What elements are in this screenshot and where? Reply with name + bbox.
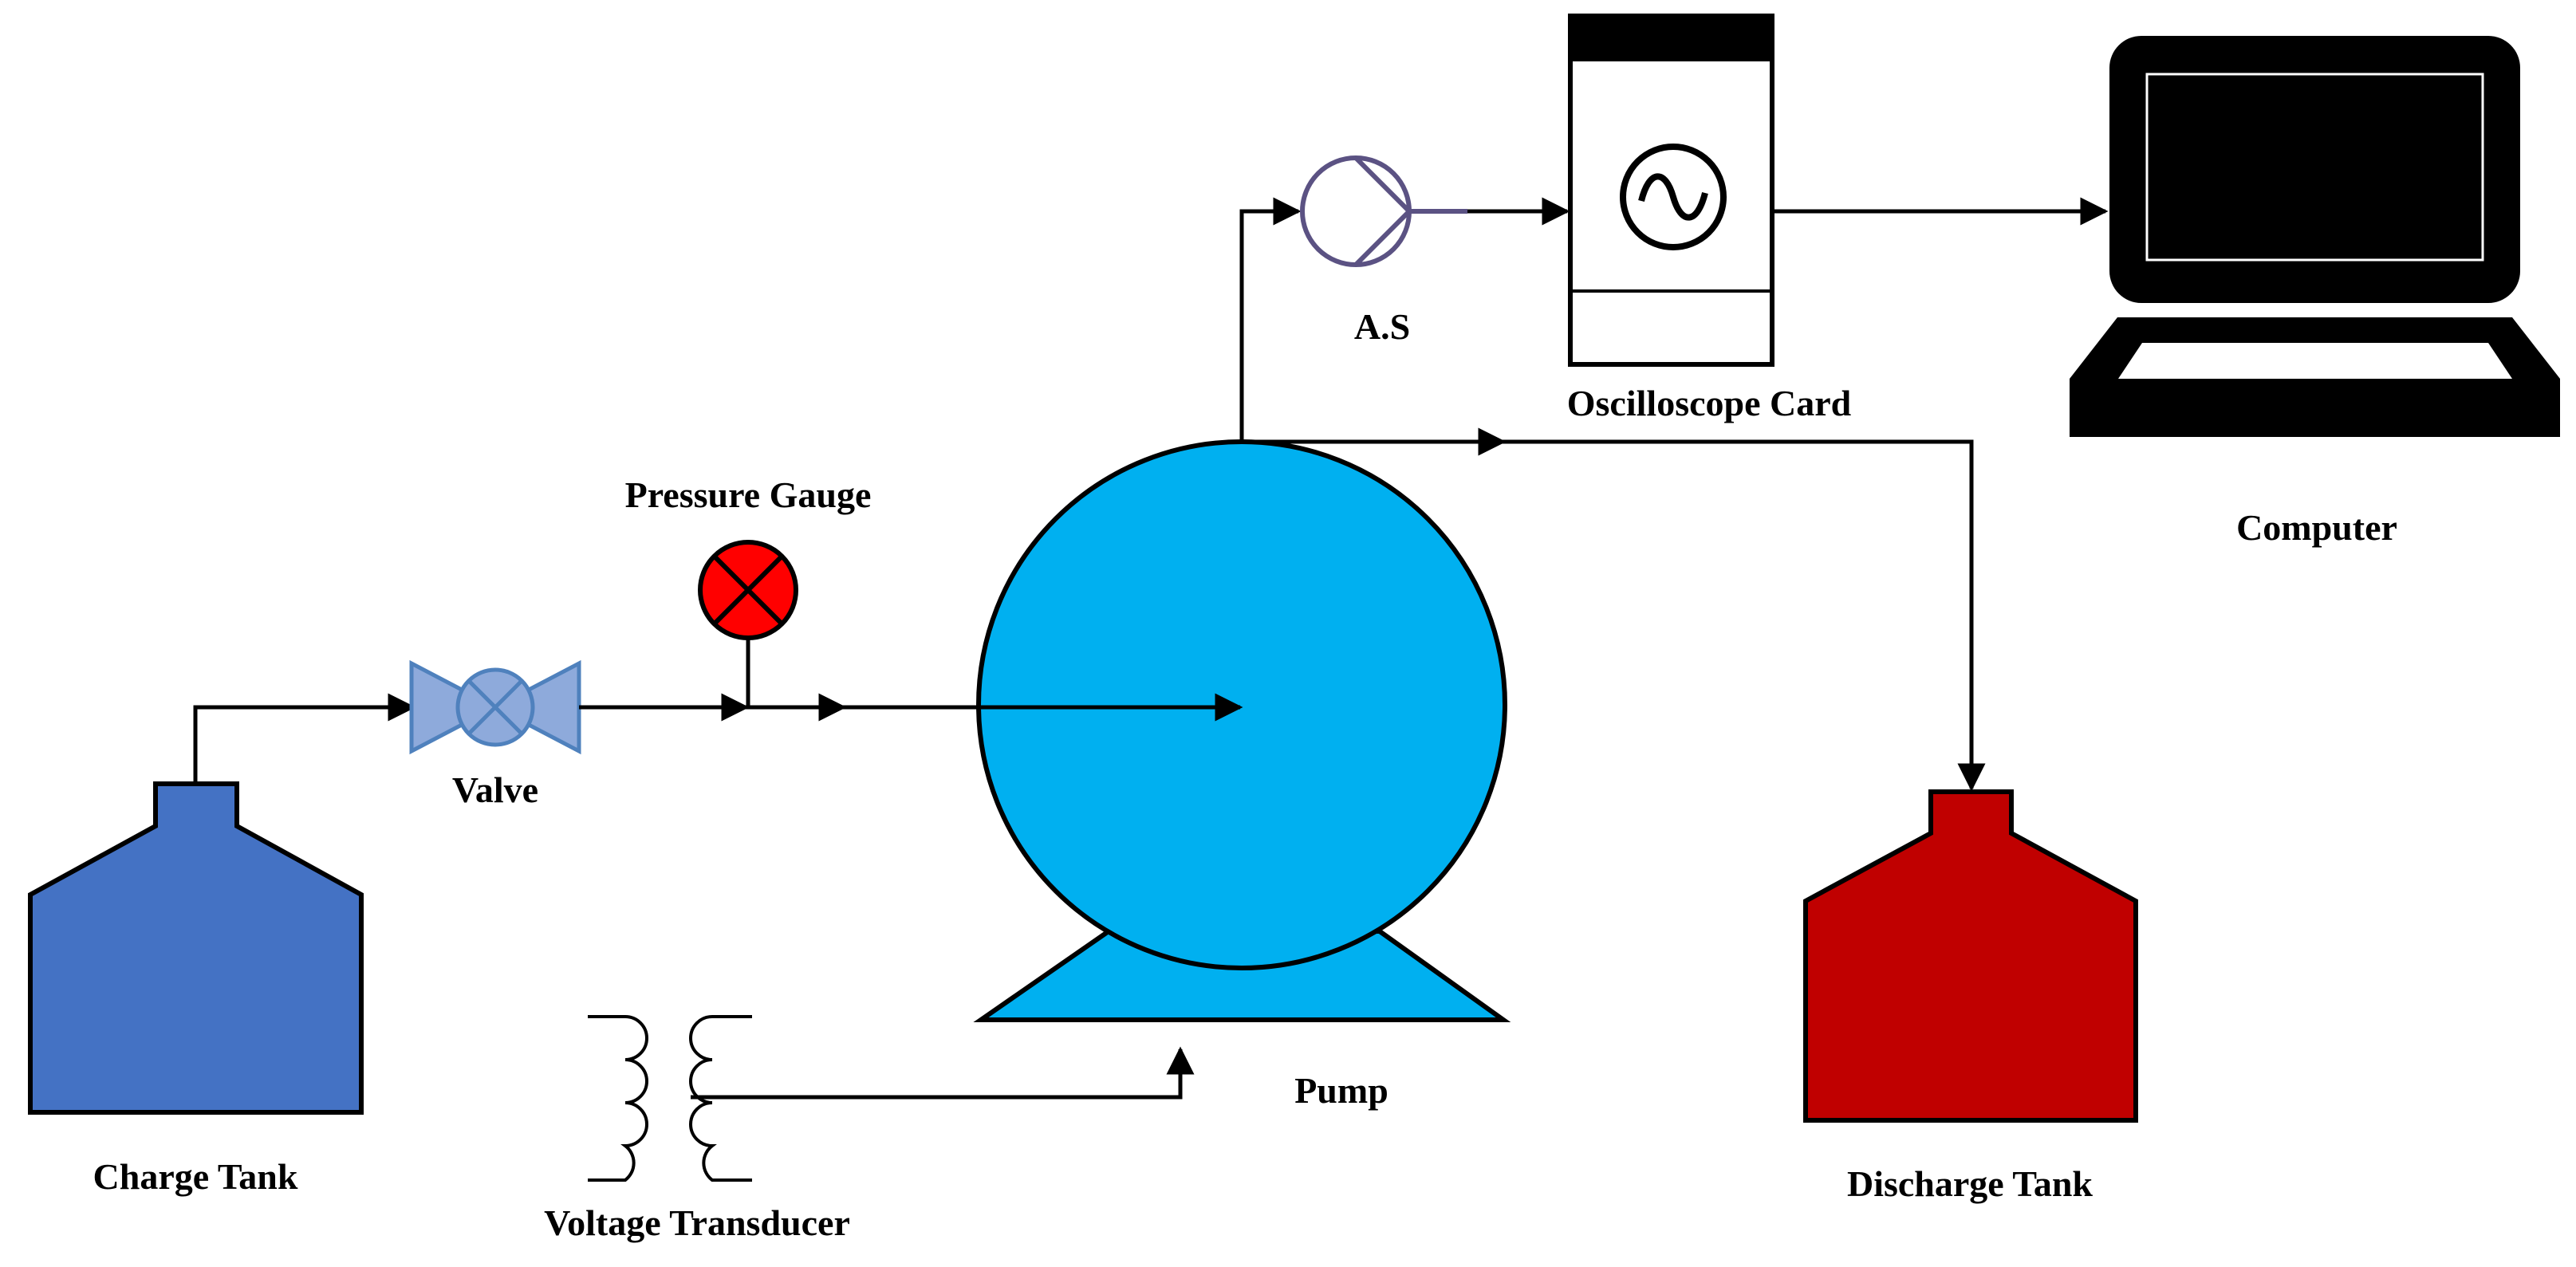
amplifier: [1300, 155, 1467, 267]
wire-pump-to-amplifier: [1239, 197, 1302, 442]
transformer-coil-secondary: [689, 1015, 752, 1182]
pressure-gauge-label: Pressure Gauge: [625, 474, 872, 515]
pipe-pump-to-discharge-tank: [1503, 439, 1986, 792]
valve-cross-line: [467, 679, 523, 735]
laptop-keyboard: [2118, 343, 2512, 379]
oscilloscope-card: [1568, 14, 1774, 367]
voltage-transducer-label: Voltage Transducer: [544, 1202, 850, 1243]
computer-label: Computer: [2236, 507, 2397, 548]
valve: [409, 659, 581, 755]
charge-tank-label: Charge Tank: [93, 1156, 298, 1197]
transformer-coil-icon: [588, 1015, 648, 1182]
charge-tank: [28, 781, 364, 1115]
discharge-tank-body: [1803, 789, 2138, 1123]
pressure-gauge: [698, 540, 798, 707]
centrifugal-pump-icon: [976, 439, 1507, 970]
voltage-transducer: [588, 1015, 1195, 1182]
charge-tank-body: [28, 781, 364, 1115]
valve-label: Valve: [452, 769, 538, 810]
wire-transducer-to-pump: [691, 1046, 1195, 1100]
computer: [2070, 36, 2560, 437]
pipe-tank-to-valve: [193, 693, 416, 784]
oscilloscope-card-label: Oscilloscope Card: [1567, 383, 1852, 423]
discharge-tank-label: Discharge Tank: [1847, 1163, 2093, 1204]
pump: [973, 439, 1511, 1022]
amplifier-sensor-icon: [1300, 155, 1412, 267]
laptop-screen: [2145, 73, 2484, 262]
pump-label: Pump: [1294, 1070, 1388, 1111]
gauge-cross-line: [712, 554, 784, 626]
sine-wave-curve: [1638, 173, 1708, 221]
discharge-tank: [1803, 789, 2138, 1123]
oscilloscope-top-bar: [1570, 16, 1772, 61]
amplifier-triangle: [1353, 155, 1413, 267]
amplifier-label: A.S: [1354, 306, 1410, 347]
